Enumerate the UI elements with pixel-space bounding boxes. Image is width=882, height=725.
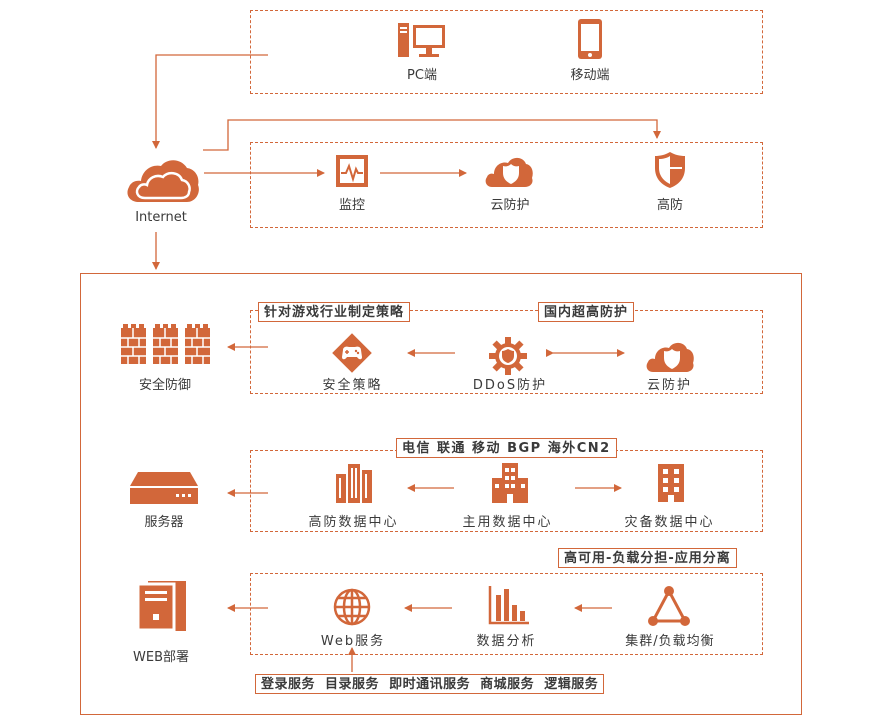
monitor-label: 监控 (338, 198, 365, 213)
building-icon (658, 464, 684, 502)
carriers-tag: 电信 联通 移动 BGP 海外CN2 (396, 438, 617, 458)
monitor-icon (336, 155, 368, 187)
ha-tag: 高可用-负载分担-应用分离 (558, 548, 737, 568)
server-label: 服务器 (144, 515, 184, 530)
security-row-box (250, 310, 763, 394)
bar-chart-icon (488, 586, 529, 625)
high-defense-dc-label: 高防数据中心 (308, 515, 399, 530)
connector-clients-internet (152, 54, 268, 149)
strategy-tag: 针对游戏行业制定策略 (258, 302, 411, 322)
security-strategy-label: 安全策略 (322, 378, 383, 393)
building-icon (492, 463, 528, 503)
cloud-icon (127, 160, 199, 202)
desktop-pc-icon (398, 23, 445, 57)
main-dc-label: 主用数据中心 (462, 515, 553, 530)
gear-shield-icon (489, 337, 527, 375)
ddos-label: DDoS防护 (472, 378, 548, 393)
firewall-icon (121, 324, 210, 364)
edge-cloud-defense-label: 云防护 (490, 198, 530, 213)
connector-internet-high-defense (203, 119, 661, 151)
analytics-label: 数据分析 (476, 634, 537, 649)
gamepad-diamond-icon (332, 333, 372, 373)
high-defense-label: 高防 (656, 198, 683, 213)
web-row-box (250, 573, 763, 655)
network-triangle-icon (648, 586, 690, 626)
web-deploy-label: WEB部署 (133, 650, 189, 665)
shield-icon (655, 152, 685, 188)
cluster-label: 集群/负载均衡 (625, 634, 715, 649)
web-service-label: Web服务 (320, 634, 386, 649)
backup-dc-label: 灾备数据中心 (624, 515, 715, 530)
cloud-shield-icon (646, 342, 694, 372)
cloud-shield-icon (485, 157, 533, 187)
globe-icon (333, 588, 371, 626)
web-server-icon (136, 581, 186, 632)
edge-defense-box (250, 142, 763, 228)
security-defense-label: 安全防御 (138, 378, 191, 393)
clients-box (250, 10, 763, 94)
building-icon (336, 464, 372, 503)
server-icon (130, 472, 198, 504)
pc-label: PC端 (407, 68, 437, 83)
internet-label: Internet (135, 210, 187, 225)
mobile-phone-icon (578, 19, 602, 59)
row-cloud-defense-label: 云防护 (646, 378, 692, 393)
domestic-protection-tag: 国内超高防护 (538, 302, 635, 322)
mobile-label: 移动端 (570, 68, 610, 83)
services-tag: 登录服务 目录服务 即时通讯服务 商城服务 逻辑服务 (255, 674, 605, 694)
datacenter-box (80, 273, 802, 715)
